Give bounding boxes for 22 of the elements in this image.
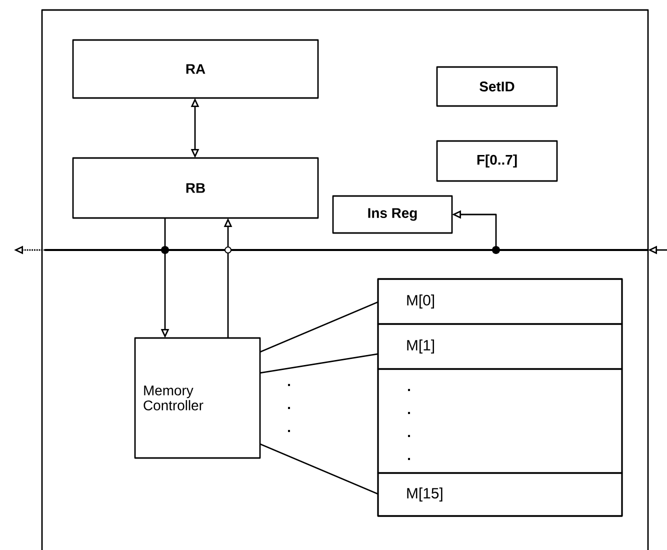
connector-line <box>260 353 378 374</box>
connector-line <box>260 443 378 495</box>
frame-box <box>41 9 649 550</box>
ellipsis-dot: . <box>408 434 410 438</box>
ellipsis-dot: . <box>408 388 410 392</box>
register-box: SetID <box>436 66 558 107</box>
memory-cell <box>377 368 623 474</box>
register-box: F[0..7] <box>436 140 558 182</box>
memory-cell: M[15] <box>377 472 623 517</box>
register-box: RB <box>72 157 319 219</box>
register-box: RA <box>72 39 319 99</box>
bus-line <box>45 249 648 251</box>
ellipsis-dot: . <box>408 412 410 414</box>
memory-cell: M[1] <box>377 323 623 370</box>
ellipsis-dot: . <box>408 458 410 460</box>
ellipsis-dot: . <box>288 406 290 410</box>
memory-cell: M[0] <box>377 278 623 325</box>
controller-box: Memory Controller <box>134 337 261 459</box>
ellipsis-dot: . <box>288 384 290 386</box>
register-box: Ins Reg <box>332 195 453 234</box>
ellipsis-dot: . <box>288 430 290 432</box>
connector-line <box>260 301 378 353</box>
